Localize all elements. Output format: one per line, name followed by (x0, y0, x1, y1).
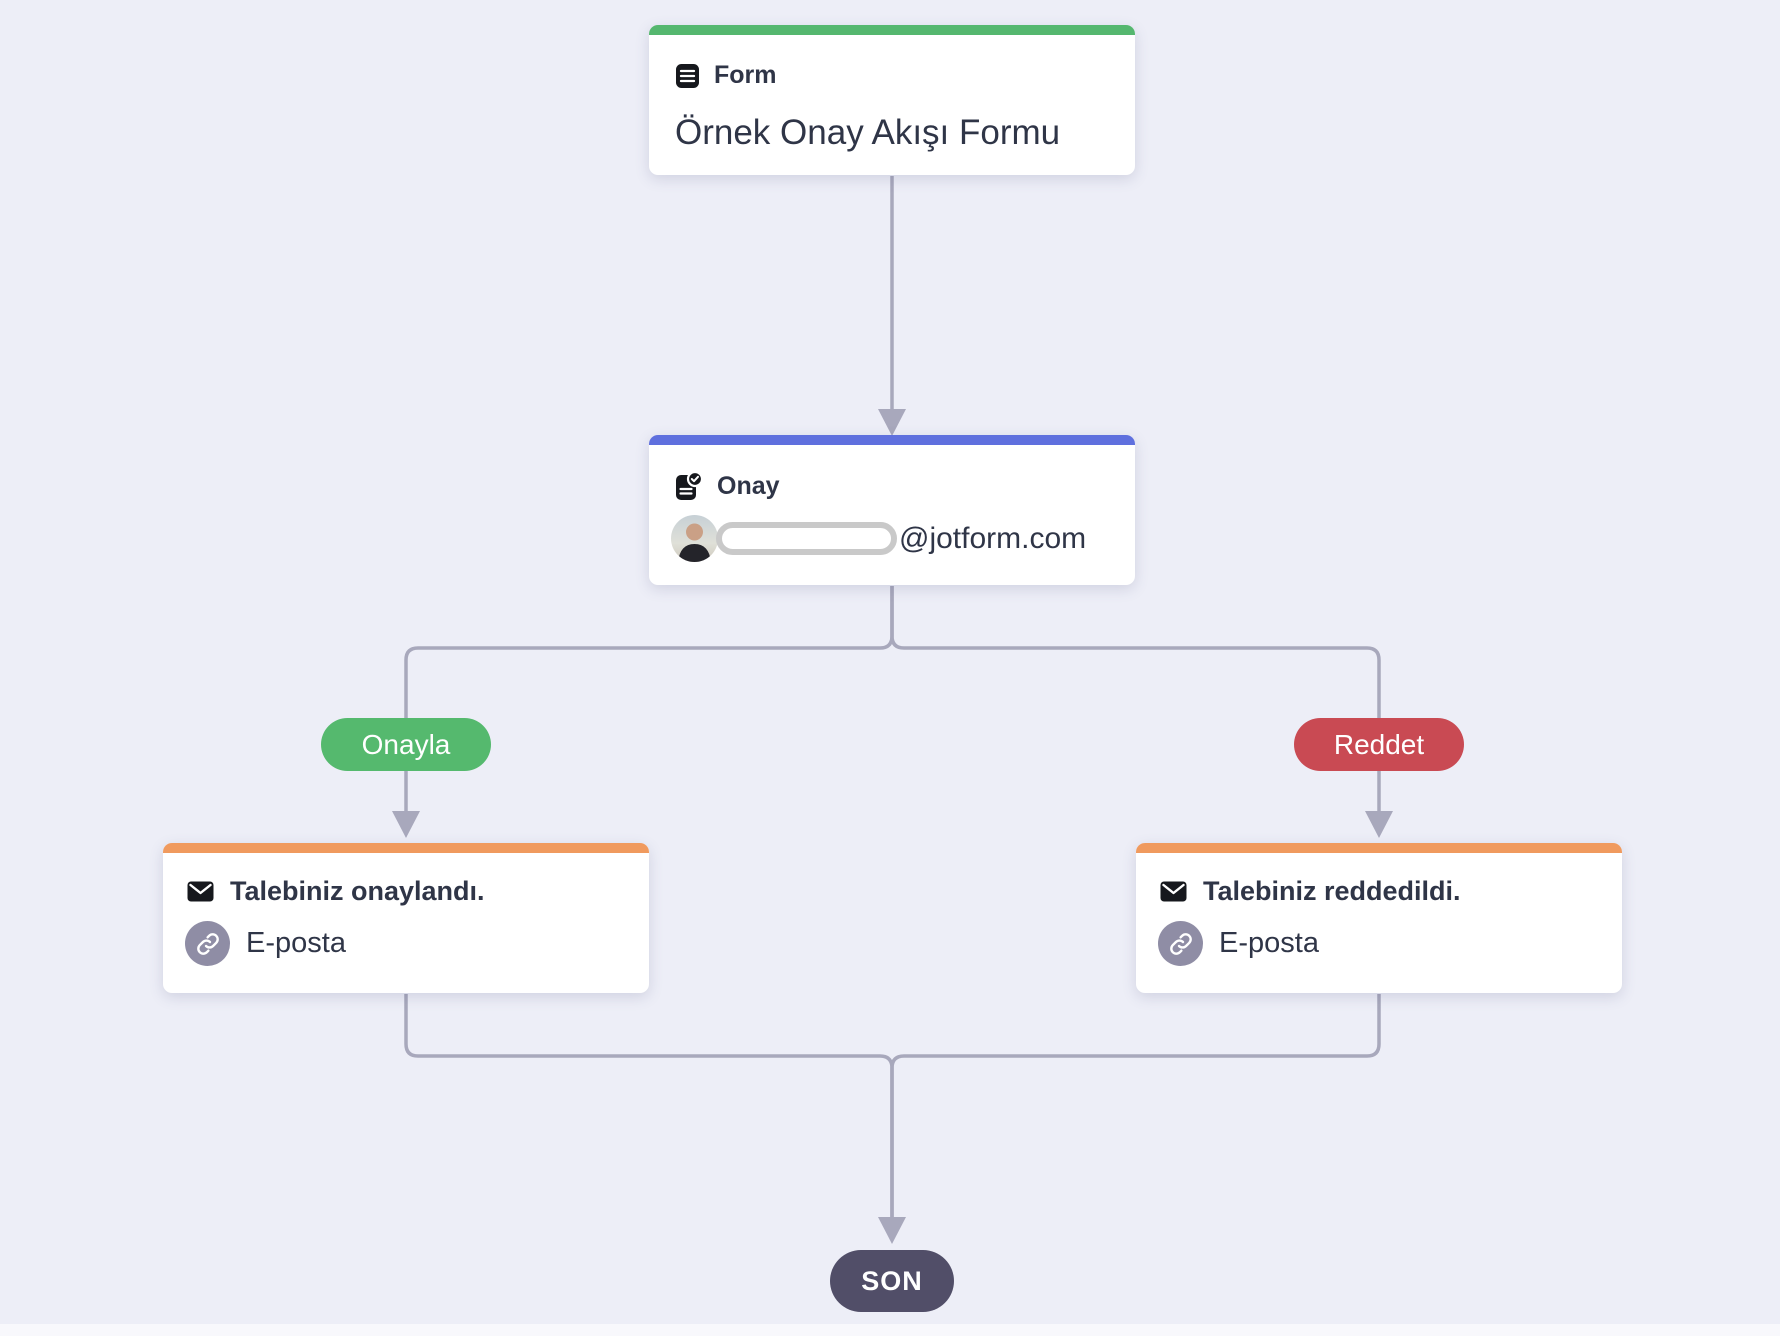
approver-email-domain: @jotform.com (899, 521, 1087, 555)
approval-icon (675, 471, 703, 501)
branch-pill-approve[interactable]: Onayla (321, 718, 491, 771)
denied-email-node[interactable]: Talebiniz reddedildi. E-posta (1136, 843, 1622, 993)
link-icon (185, 921, 230, 966)
end-node-label: SON (861, 1265, 923, 1296)
link-icon (1158, 921, 1203, 966)
end-node[interactable]: SON (830, 1250, 954, 1312)
branch-pill-deny-label: Reddet (1333, 728, 1425, 760)
bottom-scroll-strip (0, 1324, 1780, 1336)
arrowhead-into-denied-email (1365, 811, 1393, 838)
connector-merge-approve (404, 994, 894, 1218)
connector-split-deny (890, 586, 1381, 812)
denied-email-title: Talebiniz reddedildi. (1203, 876, 1461, 906)
form-node-color-bar (649, 25, 1135, 35)
redacted-email-username (716, 522, 897, 555)
approval-node-type-label: Onay (717, 471, 780, 500)
arrowhead-into-end (878, 1217, 906, 1244)
approved-email-node[interactable]: Talebiniz onaylandı. E-posta (163, 843, 649, 993)
approval-node[interactable]: Onay @jotform.com (649, 435, 1135, 585)
connector-merge-deny (890, 994, 1381, 1218)
approver-avatar (671, 515, 718, 562)
form-node[interactable]: Form Örnek Onay Akışı Formu (649, 25, 1135, 175)
denied-email-channel: E-posta (1219, 927, 1319, 959)
approved-email-channel: E-posta (246, 927, 346, 959)
form-node-title: Örnek Onay Akışı Formu (675, 113, 1061, 152)
arrowhead-into-approval (878, 409, 906, 436)
approved-email-title: Talebiniz onaylandı. (230, 876, 485, 906)
approval-node-color-bar (649, 435, 1135, 445)
denied-email-color-bar (1136, 843, 1622, 853)
branch-pill-approve-label: Onayla (361, 728, 451, 760)
form-icon (675, 63, 700, 89)
email-icon (1160, 881, 1187, 902)
approver-row: @jotform.com (671, 515, 1086, 562)
arrowhead-into-approved-email (392, 811, 420, 838)
approved-email-color-bar (163, 843, 649, 853)
form-node-type-label: Form (714, 61, 777, 89)
email-icon (187, 881, 214, 902)
connector-split-approve (404, 586, 894, 812)
branch-pill-deny[interactable]: Reddet (1294, 718, 1464, 771)
